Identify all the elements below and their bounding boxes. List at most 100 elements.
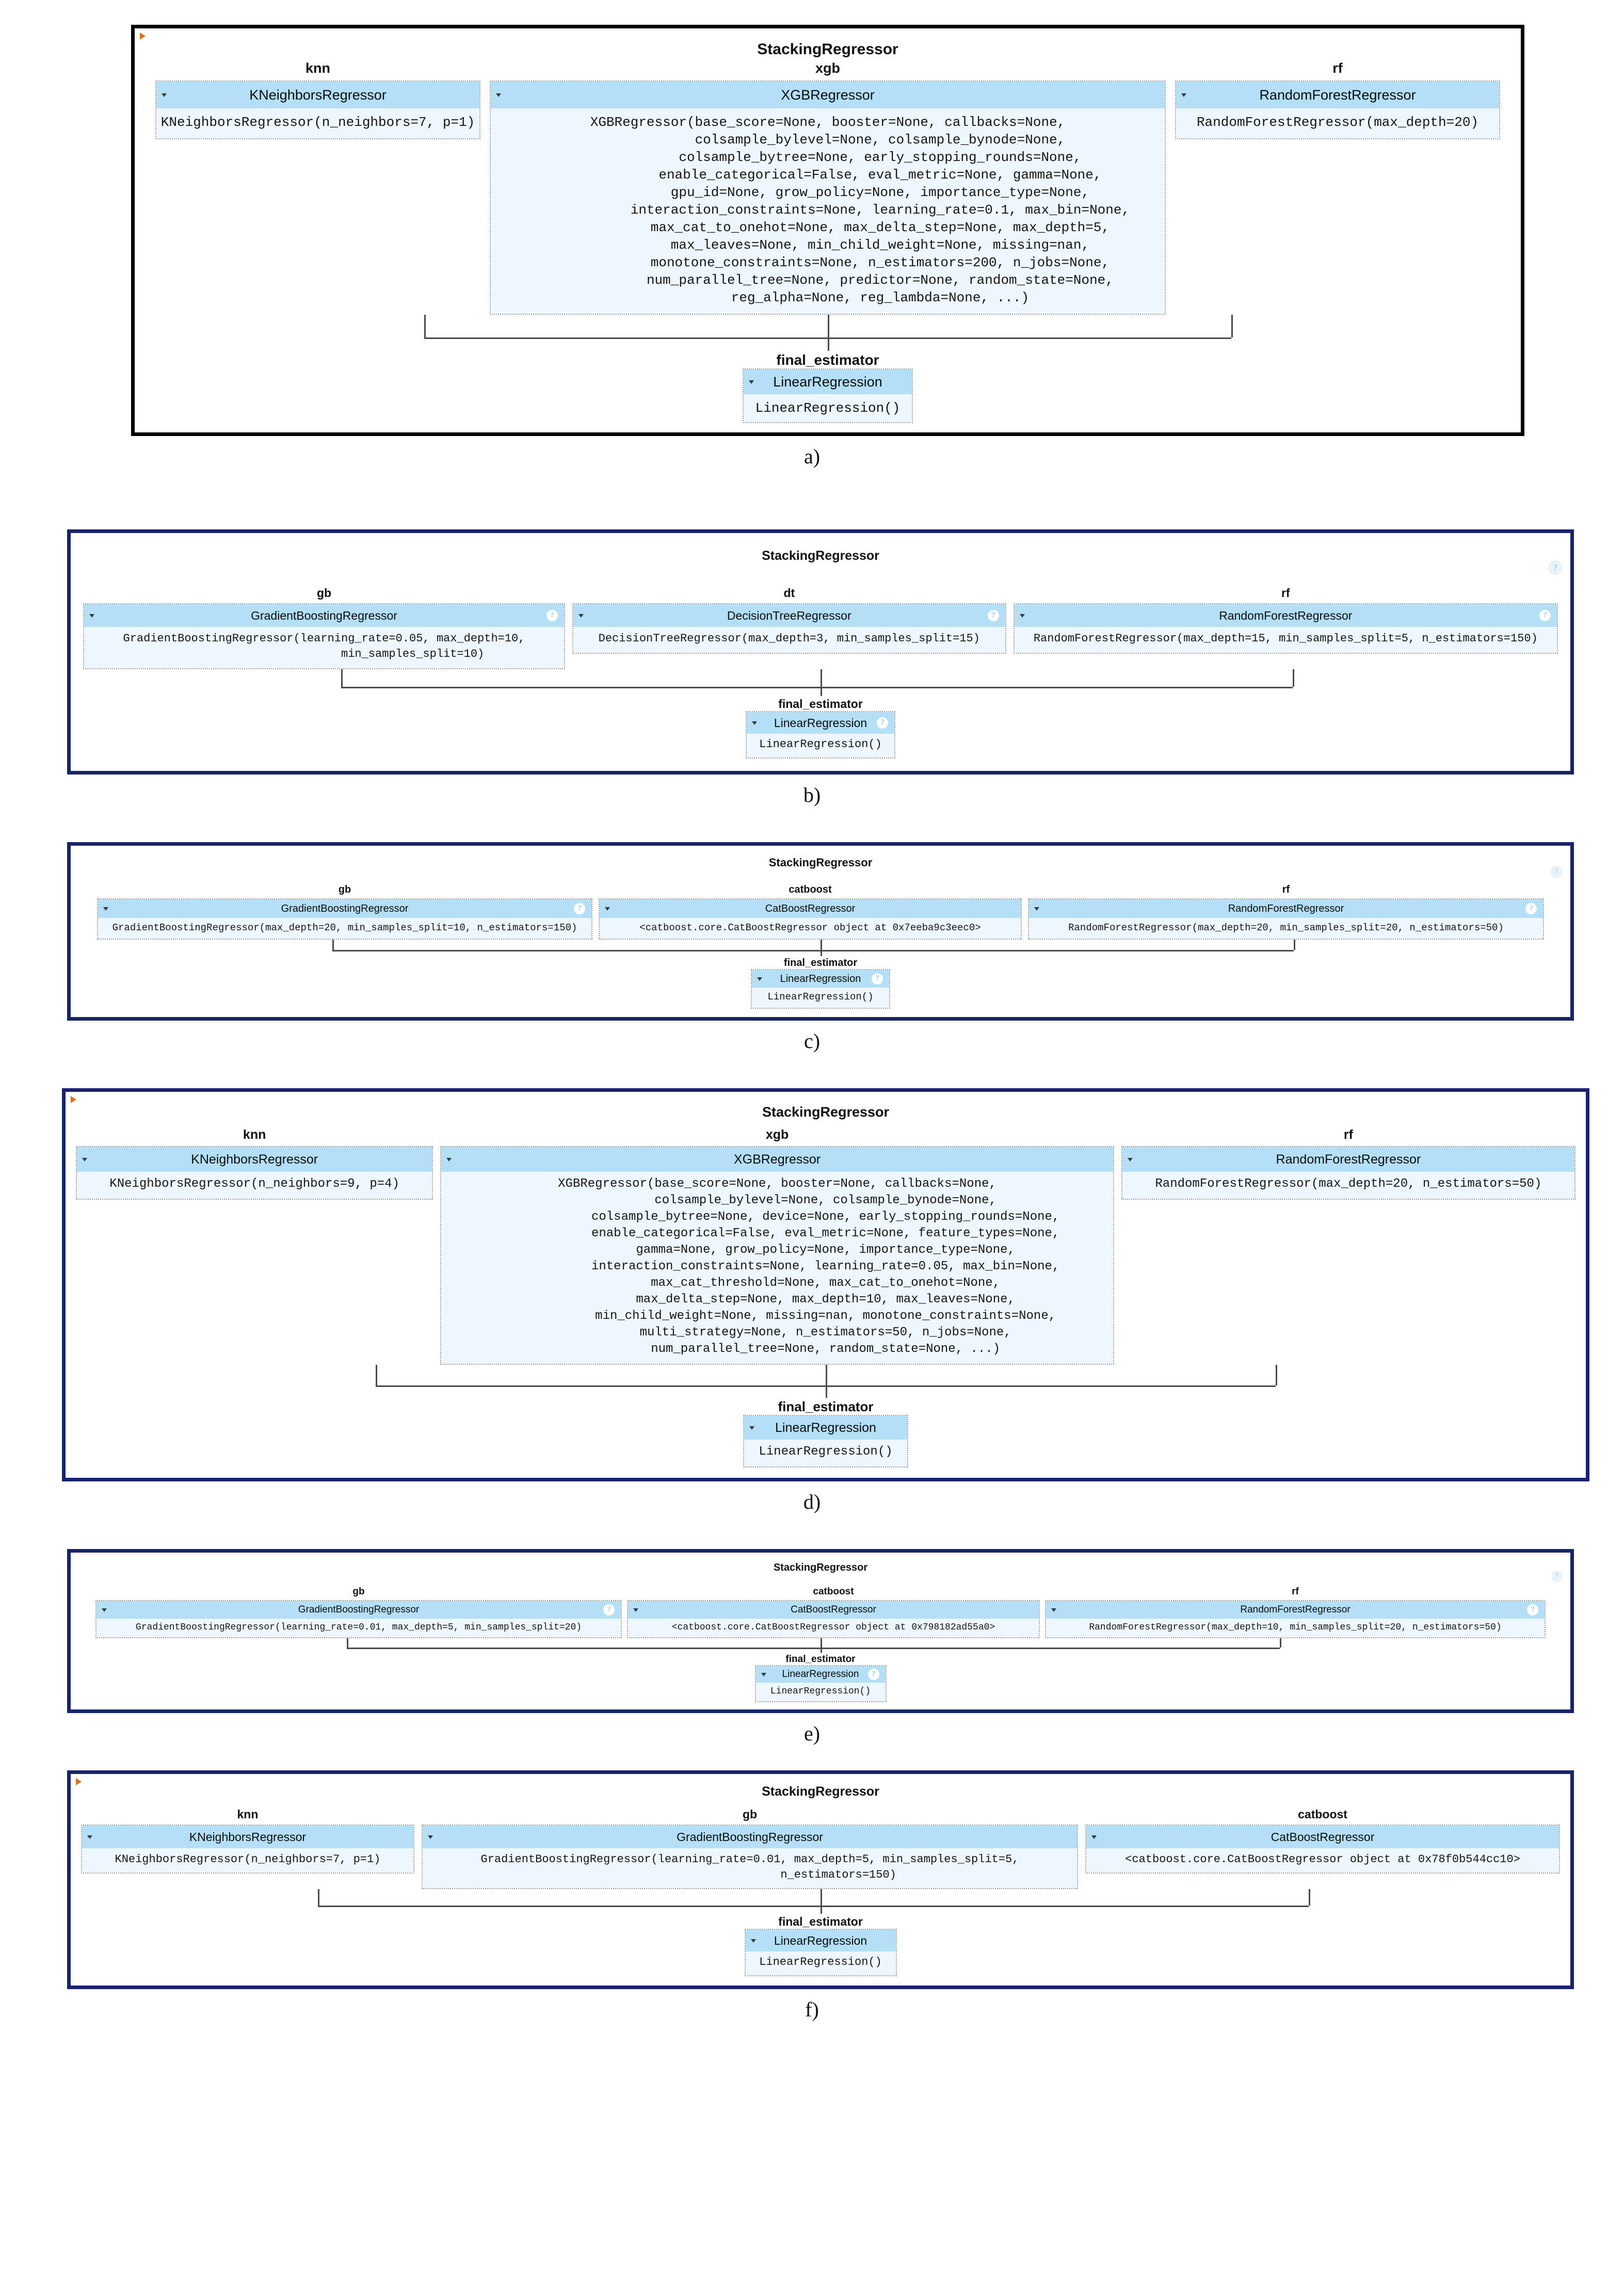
- estimator-header[interactable]: GradientBoostingRegressor: [422, 1826, 1078, 1848]
- estimator-box-catboost[interactable]: CatBoostRegressor <catboost.core.CatBoos…: [599, 898, 1022, 940]
- estimator-header[interactable]: XGBRegressor: [491, 82, 1165, 108]
- chevron-down-icon[interactable]: [1127, 1157, 1133, 1161]
- estimator-header[interactable]: GradientBoostingRegressor ?: [84, 604, 564, 627]
- estimator-header[interactable]: KNeighborsRegressor: [77, 1147, 432, 1172]
- stacking-regressor-diagram-d[interactable]: StackingRegressor knn KNeighborsRegresso…: [62, 1088, 1589, 1481]
- chevron-down-icon[interactable]: [750, 1939, 756, 1943]
- final-estimator-header[interactable]: LinearRegression: [745, 1930, 896, 1951]
- help-icon[interactable]: ?: [987, 610, 999, 621]
- estimator-header[interactable]: CatBoostRegressor: [600, 899, 1021, 918]
- estimator-column-catboost: catboost CatBoostRegressor <catboost.cor…: [1085, 1800, 1560, 1874]
- final-estimator-box[interactable]: LinearRegression LinearRegression(): [743, 1415, 908, 1467]
- stacking-regressor-diagram-e[interactable]: StackingRegressor ? gb GradientBoostingR…: [67, 1549, 1574, 1713]
- estimator-box-gb[interactable]: GradientBoostingRegressor GradientBoosti…: [421, 1825, 1079, 1889]
- help-icon[interactable]: ?: [1525, 903, 1537, 914]
- estimator-header[interactable]: GradientBoostingRegressor ?: [98, 899, 591, 918]
- estimator-box-gb[interactable]: GradientBoostingRegressor ? GradientBoos…: [83, 603, 565, 669]
- chevron-down-icon[interactable]: [1051, 1608, 1056, 1612]
- chevron-down-icon[interactable]: [89, 614, 94, 618]
- help-icon[interactable]: ?: [1527, 1604, 1538, 1616]
- help-icon[interactable]: ?: [1552, 1571, 1562, 1582]
- help-icon[interactable]: ?: [546, 610, 558, 621]
- estimator-header[interactable]: RandomForestRegressor: [1176, 82, 1499, 108]
- chevron-down-icon[interactable]: [605, 907, 610, 911]
- final-estimator-header[interactable]: LinearRegression ?: [747, 712, 894, 734]
- stacking-regressor-diagram-f[interactable]: StackingRegressor knn KNeighborsRegresso…: [67, 1770, 1574, 1989]
- final-estimator-header[interactable]: LinearRegression ?: [755, 1666, 886, 1683]
- estimator-box-catboost[interactable]: CatBoostRegressor <catboost.core.CatBoos…: [1085, 1825, 1560, 1874]
- final-estimator-box[interactable]: LinearRegression ? LinearRegression(): [754, 1665, 887, 1702]
- final-estimator-header[interactable]: LinearRegression: [744, 1416, 907, 1440]
- chevron-down-icon[interactable]: [102, 1608, 107, 1612]
- final-estimator-box[interactable]: LinearRegression LinearRegression(): [743, 368, 913, 423]
- chevron-down-icon[interactable]: [578, 614, 584, 618]
- chevron-down-icon[interactable]: [87, 1835, 92, 1839]
- chevron-down-icon[interactable]: [752, 721, 757, 725]
- estimator-title: KNeighborsRegressor: [249, 87, 387, 103]
- chevron-down-icon[interactable]: [1091, 1835, 1097, 1839]
- final-estimator-box[interactable]: LinearRegression LinearRegression(): [744, 1929, 897, 1976]
- estimator-header[interactable]: KNeighborsRegressor: [82, 1826, 413, 1848]
- estimator-box-knn[interactable]: KNeighborsRegressor KNeighborsRegressor(…: [155, 80, 480, 139]
- estimator-box-xgb[interactable]: XGBRegressor XGBRegressor(base_score=Non…: [440, 1146, 1114, 1365]
- chevron-down-icon[interactable]: [1034, 907, 1039, 911]
- estimator-header[interactable]: RandomForestRegressor ?: [1029, 899, 1543, 918]
- estimator-header[interactable]: RandomForestRegressor: [1122, 1147, 1574, 1172]
- estimator-row: knn KNeighborsRegressor KNeighborsRegres…: [144, 60, 1512, 315]
- estimator-box-rf[interactable]: RandomForestRegressor ? RandomForestRegr…: [1028, 898, 1544, 940]
- help-icon[interactable]: ?: [574, 903, 585, 914]
- stacking-regressor-diagram-b[interactable]: StackingRegressor ? gb GradientBoostingR…: [67, 529, 1574, 775]
- chevron-down-icon[interactable]: [749, 1426, 754, 1430]
- chevron-down-icon[interactable]: [1181, 93, 1186, 97]
- chevron-down-icon[interactable]: [757, 977, 762, 981]
- expand-caret-icon[interactable]: [140, 33, 146, 40]
- estimator-header[interactable]: XGBRegressor: [441, 1147, 1113, 1172]
- estimator-header[interactable]: RandomForestRegressor ?: [1014, 604, 1557, 627]
- estimator-header[interactable]: DecisionTreeRegressor ?: [573, 604, 1005, 627]
- chevron-down-icon[interactable]: [1019, 614, 1025, 618]
- chevron-down-icon[interactable]: [761, 1672, 766, 1676]
- final-estimator-box[interactable]: LinearRegression ? LinearRegression(): [746, 711, 895, 759]
- help-icon[interactable]: ?: [872, 973, 883, 985]
- final-estimator-box[interactable]: LinearRegression ? LinearRegression(): [751, 969, 890, 1009]
- estimator-box-dt[interactable]: DecisionTreeRegressor ? DecisionTreeRegr…: [572, 603, 1006, 654]
- estimator-box-rf[interactable]: RandomForestRegressor ? RandomForestRegr…: [1045, 1600, 1546, 1638]
- chevron-down-icon[interactable]: [82, 1157, 87, 1161]
- estimator-box-xgb[interactable]: XGBRegressor XGBRegressor(base_score=Non…: [490, 80, 1166, 315]
- final-estimator-header[interactable]: LinearRegression: [744, 369, 912, 394]
- chevron-down-icon[interactable]: [427, 1835, 433, 1839]
- estimator-box-gb[interactable]: GradientBoostingRegressor ? GradientBoos…: [97, 898, 592, 940]
- expand-caret-icon[interactable]: [71, 1096, 76, 1103]
- chevron-down-icon[interactable]: [633, 1608, 638, 1612]
- estimator-box-rf[interactable]: RandomForestRegressor ? RandomForestRegr…: [1013, 603, 1558, 654]
- estimator-box-catboost[interactable]: CatBoostRegressor <catboost.core.CatBoos…: [627, 1600, 1040, 1638]
- help-icon[interactable]: ?: [1549, 561, 1562, 574]
- expand-caret-icon[interactable]: [76, 1778, 82, 1785]
- estimator-header[interactable]: KNeighborsRegressor: [156, 82, 479, 108]
- chevron-down-icon[interactable]: [103, 907, 108, 911]
- estimator-column-rf: rf RandomForestRegressor RandomForestReg…: [1175, 60, 1500, 139]
- estimator-box-knn[interactable]: KNeighborsRegressor KNeighborsRegressor(…: [76, 1146, 433, 1200]
- panel-caption-b: b): [803, 783, 821, 806]
- chevron-down-icon[interactable]: [162, 93, 167, 97]
- chevron-down-icon[interactable]: [496, 93, 501, 97]
- estimator-box-knn[interactable]: KNeighborsRegressor KNeighborsRegressor(…: [81, 1825, 414, 1874]
- help-icon[interactable]: ?: [877, 717, 888, 729]
- help-icon[interactable]: ?: [603, 1604, 615, 1616]
- help-icon[interactable]: ?: [1551, 866, 1562, 878]
- final-estimator-header[interactable]: LinearRegression ?: [752, 970, 889, 988]
- estimator-box-rf[interactable]: RandomForestRegressor RandomForestRegres…: [1121, 1146, 1575, 1200]
- estimator-title: KNeighborsRegressor: [191, 1152, 318, 1167]
- chevron-down-icon[interactable]: [749, 380, 754, 384]
- estimator-box-rf[interactable]: RandomForestRegressor RandomForestRegres…: [1175, 80, 1500, 139]
- estimator-header[interactable]: RandomForestRegressor ?: [1046, 1601, 1545, 1619]
- estimator-box-gb[interactable]: GradientBoostingRegressor ? GradientBoos…: [95, 1600, 622, 1638]
- help-icon[interactable]: ?: [1539, 610, 1551, 621]
- chevron-down-icon[interactable]: [446, 1157, 452, 1161]
- help-icon[interactable]: ?: [867, 1669, 879, 1680]
- stacking-regressor-diagram-a[interactable]: StackingRegressor knn KNeighborsRegresso…: [131, 25, 1524, 436]
- estimator-header[interactable]: GradientBoostingRegressor ?: [97, 1601, 621, 1619]
- estimator-header[interactable]: CatBoostRegressor: [628, 1601, 1039, 1619]
- stacking-regressor-diagram-c[interactable]: StackingRegressor ? gb GradientBoostingR…: [67, 842, 1574, 1021]
- estimator-header[interactable]: CatBoostRegressor: [1086, 1826, 1559, 1848]
